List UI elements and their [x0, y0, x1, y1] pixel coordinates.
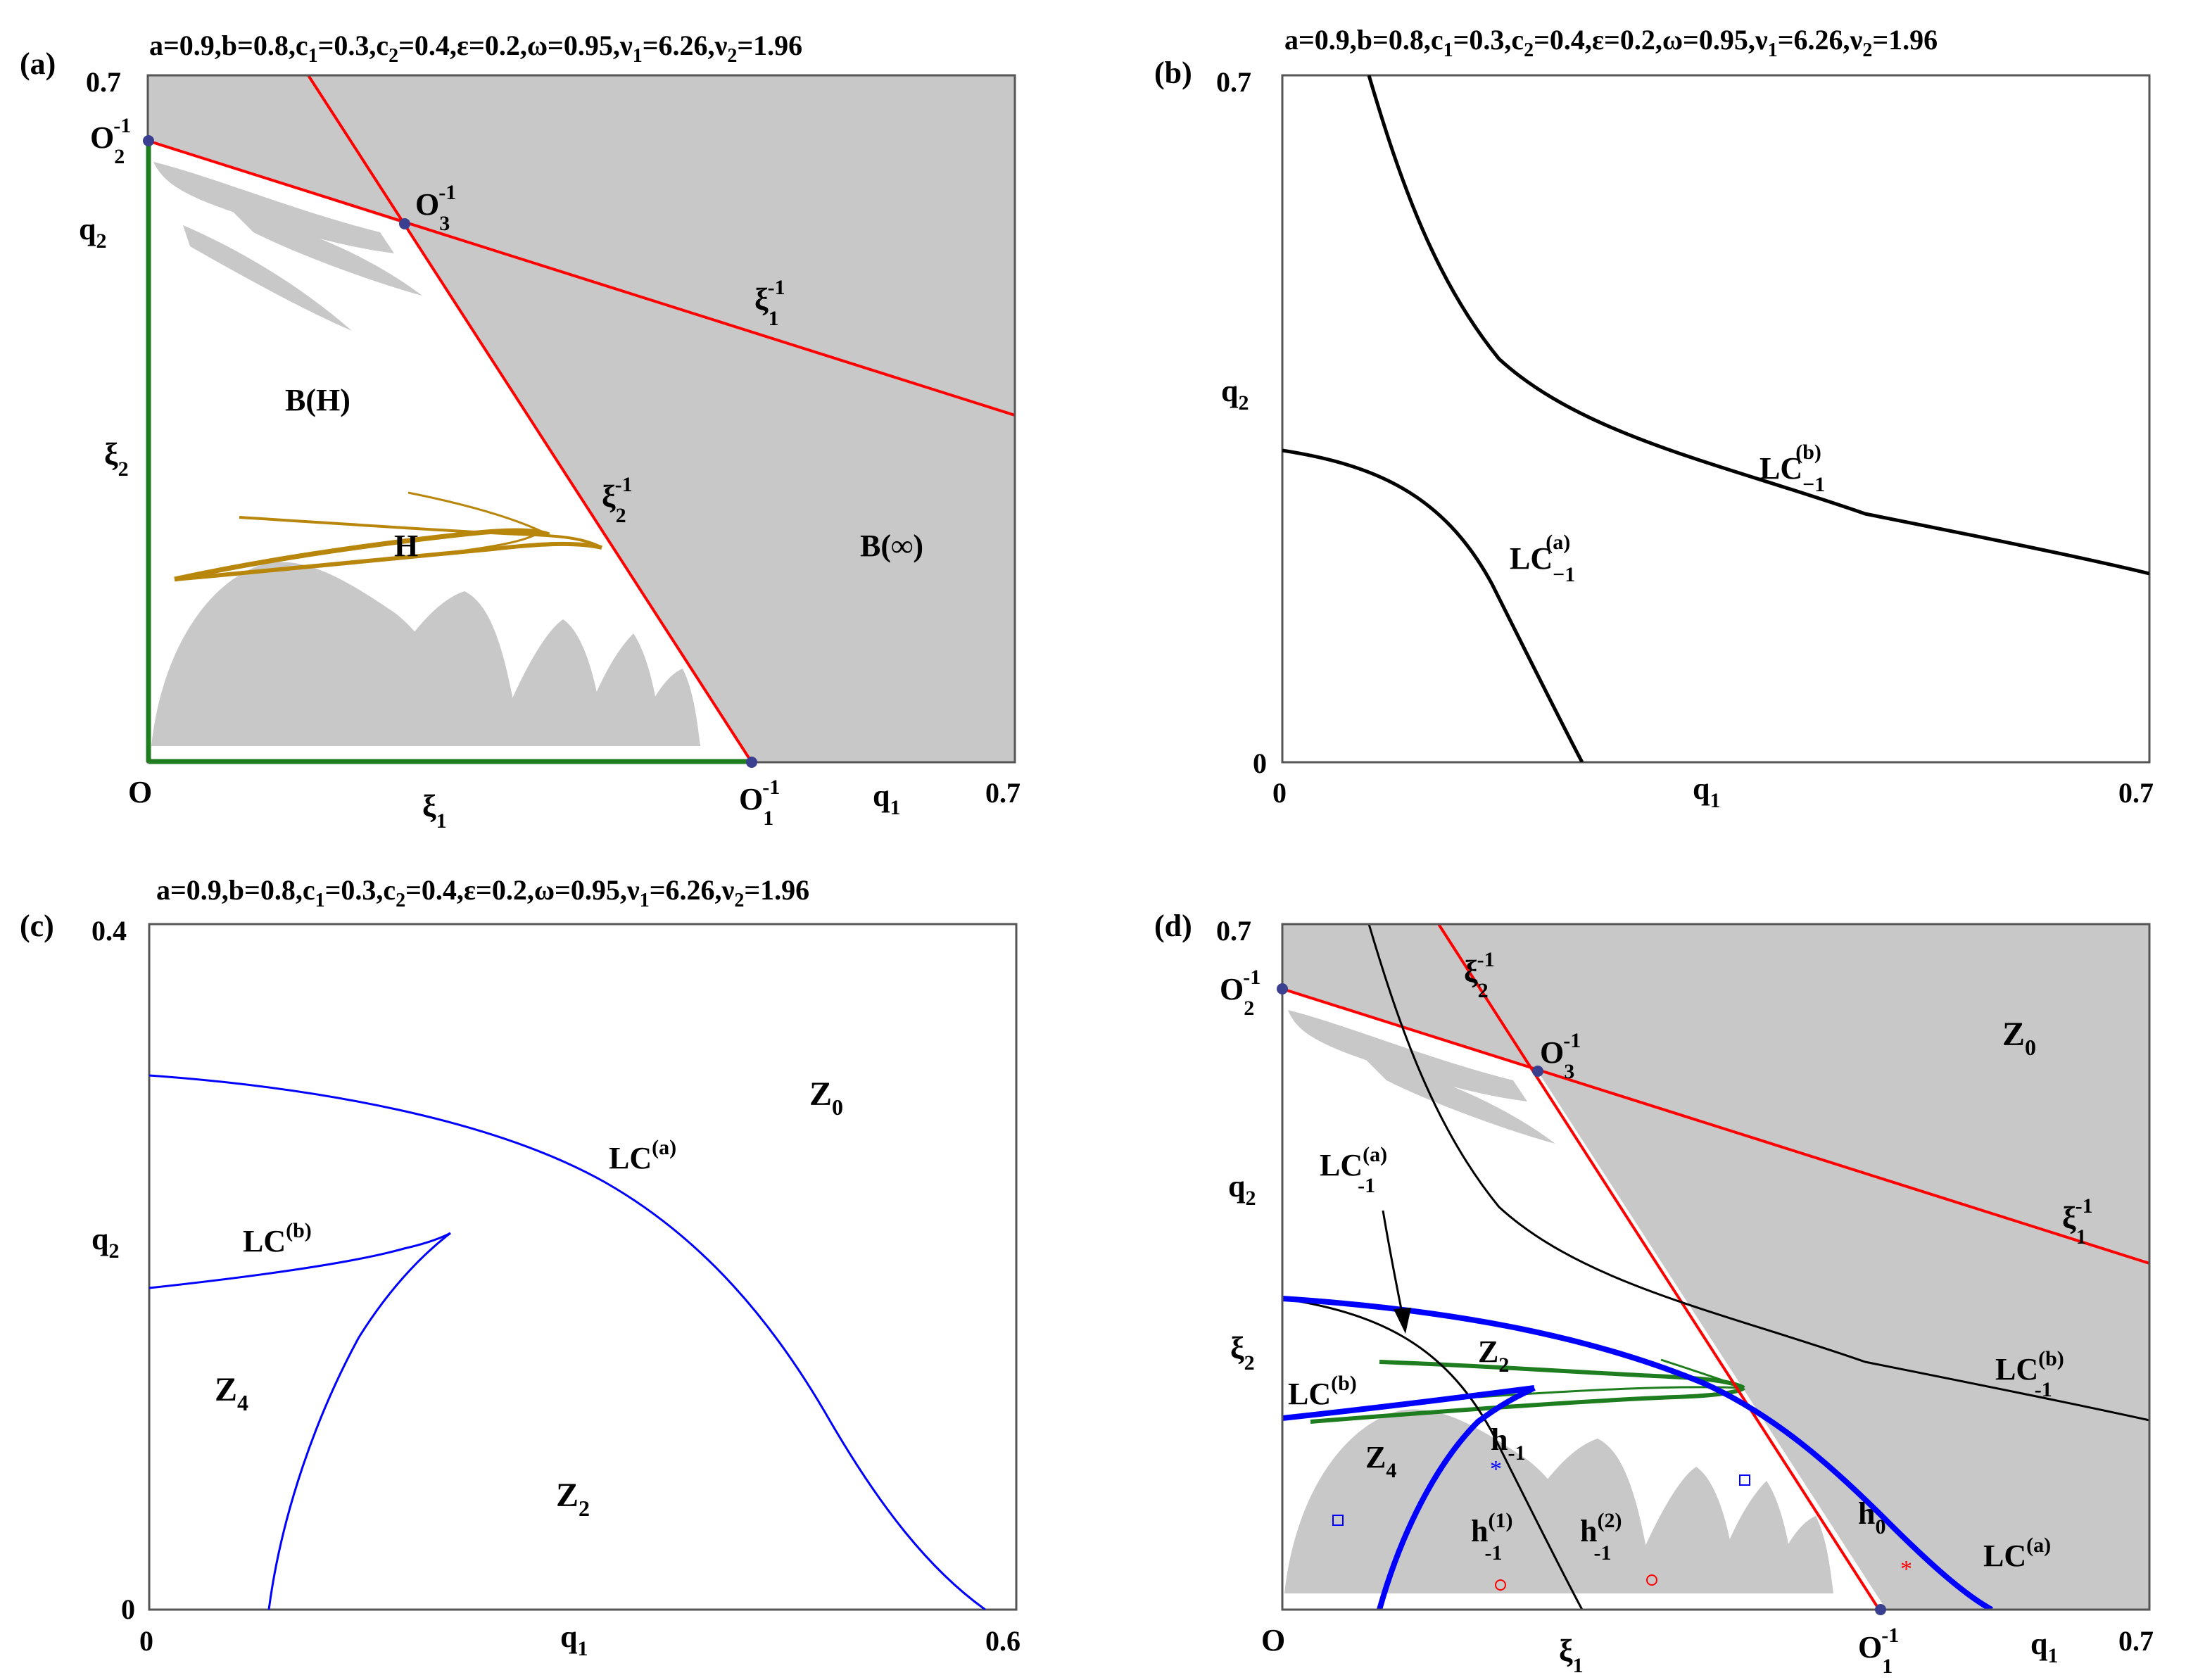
panel-c-x-tick-zero: 0 [139, 1625, 153, 1657]
point-o2-inverse [143, 135, 154, 146]
label-xi2: ξ2 [104, 437, 129, 481]
curve-lc-minus1-b [1367, 75, 2149, 576]
panel-b-frame [1281, 74, 2151, 764]
curve-lc-minus1-a-d [1282, 1297, 1584, 1610]
panel-d-ylabel: q2 [1228, 1169, 1256, 1210]
panel-d-x-tick-origin: O [1261, 1623, 1285, 1657]
marker-square-right [1739, 1474, 1750, 1486]
panel-a-label: (a) [20, 46, 56, 81]
panel-b-y-tick-zero: 0 [1253, 747, 1267, 779]
marker-star-blue: * [1490, 1456, 1502, 1482]
label-o2-inverse: O2-1 [90, 114, 131, 168]
panel-d-frame [1281, 923, 2151, 1611]
point-o3-inverse-d [1532, 1066, 1543, 1077]
basin-fractal-structure-d [1284, 1010, 1833, 1593]
panel-a-title: a=0.9,b=0.8,c1=0.3,c2=0.4,ε=0.2,ω=0.95,ν… [149, 30, 802, 67]
panel-b-title: a=0.9,b=0.8,c1=0.3,c2=0.4,ε=0.2,ω=0.95,ν… [1284, 24, 1938, 61]
label-xi1-d: ξ1 [1559, 1634, 1584, 1677]
curve-cusp-branch [267, 1232, 451, 1610]
curve-lc-minus1-b-d [1367, 924, 2149, 1422]
point-o3-inverse [399, 218, 410, 229]
panel-a-x-tick-origin: O [128, 775, 152, 809]
attractor-h [174, 491, 602, 582]
panel-c-y-tick-top: 0.4 [91, 915, 127, 947]
label-o1-inverse-d: O1-1 [1858, 1624, 1899, 1678]
panel-b-x-tick-zero: 0 [1272, 777, 1287, 809]
xi1-inverse-line-d [1282, 987, 2149, 1265]
panel-a-ylabel: q2 [79, 212, 106, 253]
panel-a-y-tick-top: 0.7 [86, 66, 121, 98]
curve-lc-a-d [1282, 1296, 1993, 1610]
marker-star-red: * [1900, 1556, 1912, 1582]
panel-a-x-tick-right: 0.7 [985, 777, 1021, 809]
panel-c-xlabel: q1 [560, 1619, 588, 1660]
panel-b-xlabel: q1 [1693, 771, 1720, 812]
panel-a-xlabel: q1 [873, 778, 900, 819]
marker-circle-right [1646, 1574, 1657, 1586]
label-xi1: ξ1 [422, 789, 447, 833]
panel-c-ylabel: q2 [91, 1222, 119, 1263]
panel-b-label: (b) [1154, 56, 1192, 90]
basin-fractal-structure [151, 162, 700, 746]
xi2-inverse-line-d [1437, 924, 1881, 1610]
label-lc-b-d: LC(b) [1288, 1372, 1357, 1411]
panel-c-title: a=0.9,b=0.8,c1=0.3,c2=0.4,ε=0.2,ω=0.95,ν… [156, 874, 809, 911]
curve-lc-minus1-a [1282, 448, 1584, 762]
curve-lc-b-d [1282, 1385, 1535, 1421]
label-basin-infinity: B(∞) [860, 529, 923, 563]
panel-d-x-tick-right: 0.7 [2118, 1625, 2154, 1657]
lc-minus1-a-arrowhead [1394, 1308, 1411, 1334]
label-attractor-h: H [394, 529, 418, 563]
point-o1-inverse-d [1875, 1604, 1886, 1615]
label-xi2-d: ξ2 [1230, 1331, 1255, 1375]
panel-c-label: (c) [20, 909, 54, 943]
panel-b-ylabel: q2 [1221, 374, 1249, 415]
label-lc-a-d: LC(a) [1983, 1534, 2051, 1573]
panel-c-x-tick-right: 0.6 [985, 1625, 1021, 1657]
panel-a: (a) a=0.9,b=0.8,c1=0.3,c2=0.4,ε=0.2,ω=0.… [20, 30, 1021, 833]
panel-d-xlabel: q1 [2030, 1627, 2058, 1667]
xi2-inverse-line [307, 75, 753, 762]
panel-c: (c) a=0.9,b=0.8,c1=0.3,c2=0.4,ε=0.2,ω=0.… [20, 874, 1021, 1660]
label-o2-inverse-d: O2-1 [1220, 966, 1261, 1020]
curve-cusp-branch-d [1377, 1385, 1536, 1610]
label-o1-inverse: O1-1 [739, 776, 780, 830]
xi1-inverse-line [148, 139, 1015, 417]
label-basin-h: B(H) [285, 383, 350, 417]
curve-lc-a [149, 1074, 986, 1610]
curve-lc-b [149, 1232, 451, 1289]
point-o2-inverse-d [1277, 983, 1288, 994]
point-o1-inverse [746, 757, 757, 768]
panel-c-y-tick-zero: 0 [121, 1593, 135, 1625]
panel-b: (b) a=0.9,b=0.8,c1=0.3,c2=0.4,ε=0.2,ω=0.… [1154, 24, 2154, 812]
panel-d-y-tick-top: 0.7 [1216, 915, 1251, 947]
panel-b-y-tick-top: 0.7 [1216, 66, 1251, 98]
panel-d: (d) [1154, 909, 2154, 1678]
panel-d-label: (d) [1154, 909, 1192, 943]
marker-circle-left [1495, 1579, 1506, 1591]
marker-square-left [1332, 1515, 1344, 1526]
panel-b-x-tick-right: 0.7 [2118, 777, 2154, 809]
